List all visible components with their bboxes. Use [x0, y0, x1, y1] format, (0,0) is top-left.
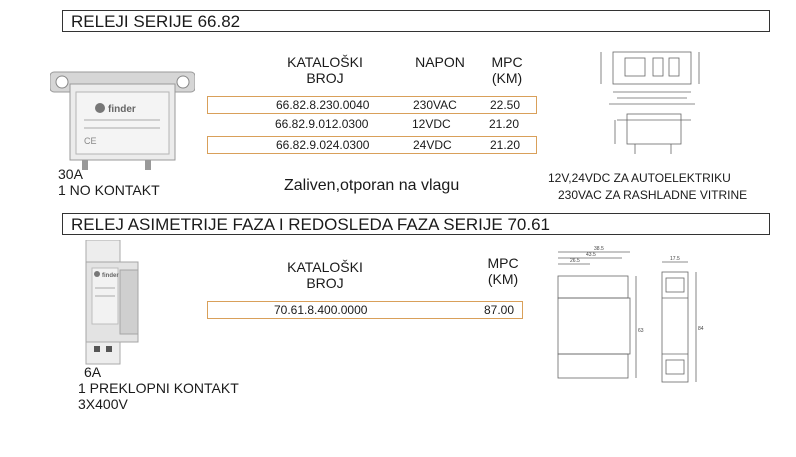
relay-brand-text: finder: [108, 104, 136, 115]
price-value: 87.00: [484, 303, 515, 317]
svg-text:CE: CE: [84, 136, 97, 146]
voltage-value: 230VAC: [413, 98, 457, 112]
section2-catalog-header: KATALOŠKI BROJ: [287, 259, 363, 291]
voltage-value: 12VDC: [412, 117, 451, 131]
catalog-number: 70.61.8.400.0000: [274, 303, 368, 317]
device-brand-text: finder: [102, 273, 119, 279]
section2-title: RELEJ ASIMETRIJE FAZA I REDOSLEDA FAZA S…: [62, 213, 770, 235]
section1-catalog-header: KATALOŠKI BROJ: [287, 54, 363, 86]
section1-usage: 12V,24VDC ZA AUTOELEKTRIKU 230VAC ZA RAS…: [548, 171, 748, 202]
table-row: 70.61.8.400.0000 87.00: [207, 301, 523, 319]
relay-70-61-dimension-drawing: 38.5 43.5 26.5 17.5 63 84: [557, 246, 704, 383]
dim-label: 17.5: [670, 256, 680, 262]
table-row: 66.82.9.024.0300 24VDC 21.20: [207, 136, 537, 154]
price-value: 21.20: [489, 117, 520, 131]
section1-feature: Zaliven,otporan na vlagu: [284, 177, 460, 194]
catalog-number: 66.82.8.230.0040: [276, 98, 370, 112]
section2-specs: 6A 1 PREKLOPNI KONTAKT 3X400V: [78, 364, 239, 412]
dim-label: 26.5: [570, 258, 580, 264]
dim-label: 84: [698, 326, 704, 332]
relay-70-61-image: finder: [85, 240, 139, 365]
catalog-number: 66.82.9.024.0300: [276, 138, 370, 152]
relay-66-82-dimension-drawing: [600, 51, 700, 154]
dim-label: 38.5: [594, 246, 604, 252]
table-row: 66.82.9.012.0300 12VDC 21.20: [207, 116, 537, 134]
voltage-value: 24VDC: [413, 138, 452, 152]
dim-label: 63: [638, 328, 644, 334]
section2-price-header: MPC (KM): [487, 255, 519, 287]
price-value: 21.20: [490, 138, 521, 152]
price-value: 22.50: [490, 98, 521, 112]
table-row: 66.82.8.230.0040 230VAC 22.50: [207, 96, 537, 114]
catalog-number: 66.82.9.012.0300: [275, 117, 369, 131]
section1-title: RELEJI SERIJE 66.82: [62, 10, 770, 32]
section1-specs: 30A 1 NO KONTAKT: [58, 166, 160, 198]
dim-label: 43.5: [586, 252, 596, 258]
relay-66-82-image: finder CE: [50, 71, 195, 170]
section1-price-header: MPC (KM): [491, 54, 523, 86]
section1-voltage-header: NAPON: [415, 54, 465, 70]
